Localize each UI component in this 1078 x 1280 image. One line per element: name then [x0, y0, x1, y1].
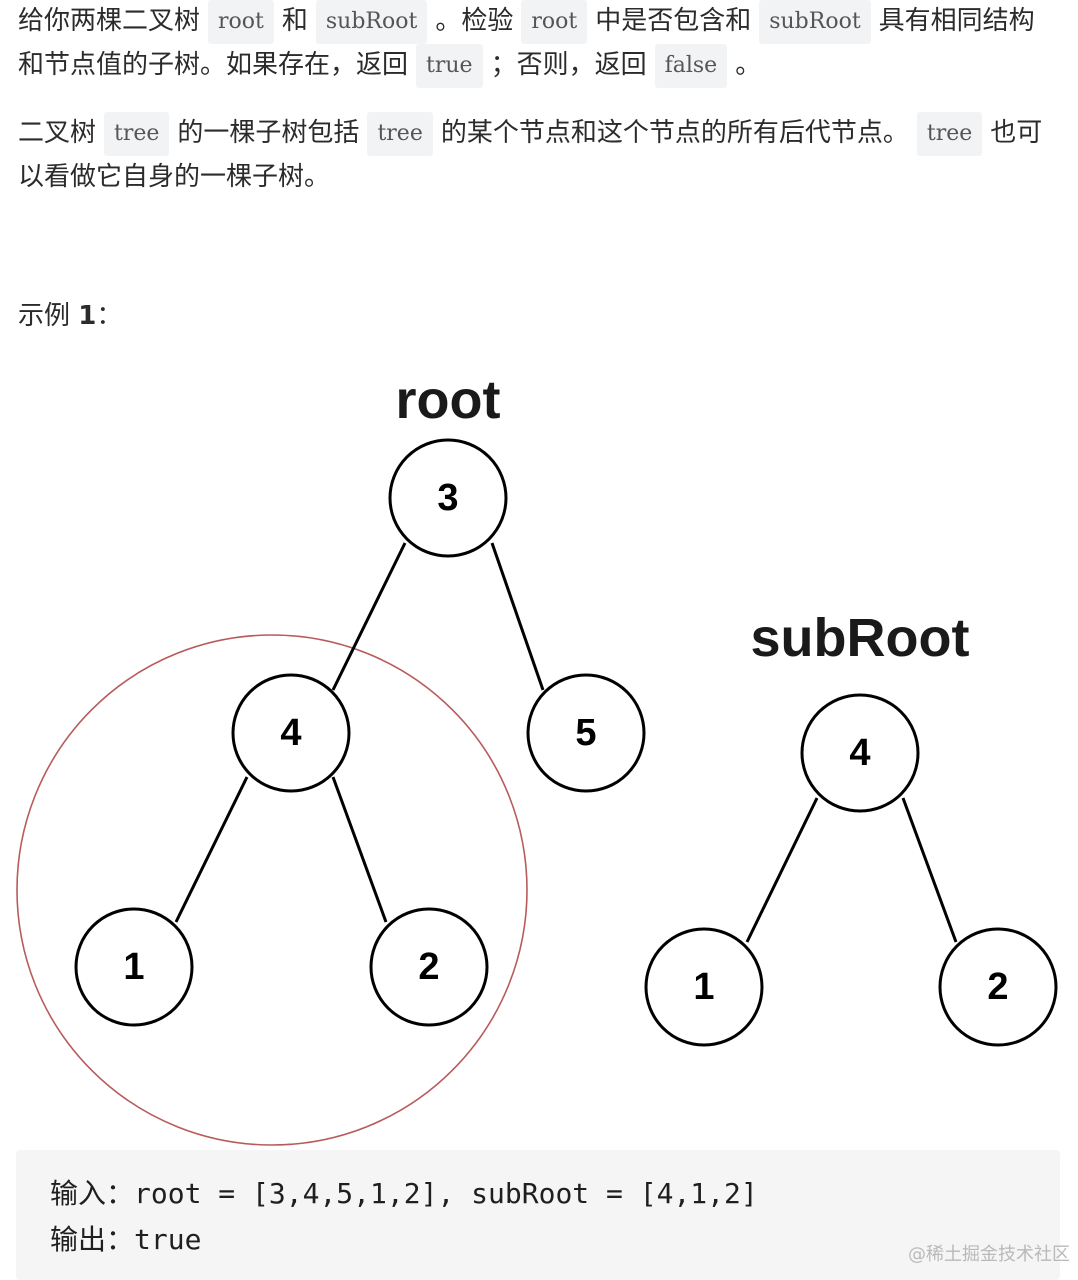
text: 和	[281, 6, 308, 36]
root-node-3: 3	[388, 438, 508, 558]
input-line: 输入：root = [3,4,5,1,2], subRoot = [4,1,2]	[50, 1174, 758, 1214]
inline-code-tree: tree	[104, 112, 170, 156]
subroot-tree-title: subRoot	[751, 608, 970, 668]
inline-code-false: false	[654, 44, 728, 88]
inline-code-root: root	[208, 0, 274, 44]
text: 中是否包含和	[595, 6, 752, 36]
subroot-node-2: 2	[938, 927, 1058, 1047]
text: 。检验	[435, 6, 514, 36]
example-number: 1	[78, 301, 97, 331]
example-suffix: ：	[96, 301, 123, 331]
inline-code-root: root	[521, 0, 588, 44]
output-label: 输出：	[50, 1223, 135, 1256]
inline-code-tree: tree	[916, 112, 983, 156]
node-label: 1	[123, 946, 144, 988]
edge-3-5	[490, 542, 545, 691]
text: 具有相同结构和节点值的子树。如果存在，返回	[18, 6, 1035, 80]
input-label: 输入：	[50, 1177, 135, 1210]
edge-4-1	[174, 776, 249, 923]
root-node-1: 1	[74, 907, 194, 1027]
root-node-5: 5	[526, 673, 646, 793]
node-label: 2	[418, 946, 439, 988]
tree-diagram: root subRoot 3 4 5 1 2 4 1 2	[16, 370, 1058, 1146]
node-label: 5	[575, 712, 596, 754]
text: 二叉树	[18, 118, 97, 148]
node-label: 4	[849, 732, 870, 774]
edge-sub-4-2	[901, 797, 958, 943]
input-value: root = [3,4,5,1,2], subRoot = [4,1,2]	[134, 1177, 758, 1210]
text: 。	[735, 50, 762, 80]
text: 的一棵子树包括	[177, 118, 360, 148]
root-node-2: 2	[369, 907, 489, 1027]
edge-sub-4-1	[745, 797, 819, 943]
matching-subtree-highlight	[16, 634, 528, 1146]
node-label: 1	[693, 966, 714, 1008]
edge-3-4	[331, 542, 407, 691]
text: 的某个节点和这个节点的所有后代节点。	[440, 118, 909, 148]
subroot-node-1: 1	[644, 927, 764, 1047]
node-label: 3	[437, 477, 458, 519]
text: 给你两棵二叉树	[18, 6, 201, 36]
node-label: 2	[987, 966, 1008, 1008]
example-prefix: 示例	[18, 301, 79, 331]
watermark: @稀土掘金技术社区	[908, 1244, 1070, 1265]
inline-code-tree: tree	[367, 112, 433, 156]
subroot-node-4: 4	[800, 693, 920, 813]
text: 也可以看做它自身的一棵子树。	[18, 118, 1043, 192]
text: ；否则，返回	[490, 50, 647, 80]
example-title: 示例 1：	[18, 296, 122, 336]
example-io-block: 输入：root = [3,4,5,1,2], subRoot = [4,1,2]…	[16, 1150, 1060, 1280]
root-node-4: 4	[231, 673, 351, 793]
output-line: 输出：true	[50, 1220, 201, 1260]
inline-code-subroot: subRoot	[315, 0, 428, 44]
inline-code-subroot: subRoot	[759, 0, 871, 44]
inline-code-true: true	[416, 44, 483, 88]
root-tree-title: root	[396, 370, 501, 430]
node-label: 4	[280, 712, 301, 754]
output-value: true	[134, 1223, 202, 1256]
edge-4-2	[331, 776, 388, 923]
